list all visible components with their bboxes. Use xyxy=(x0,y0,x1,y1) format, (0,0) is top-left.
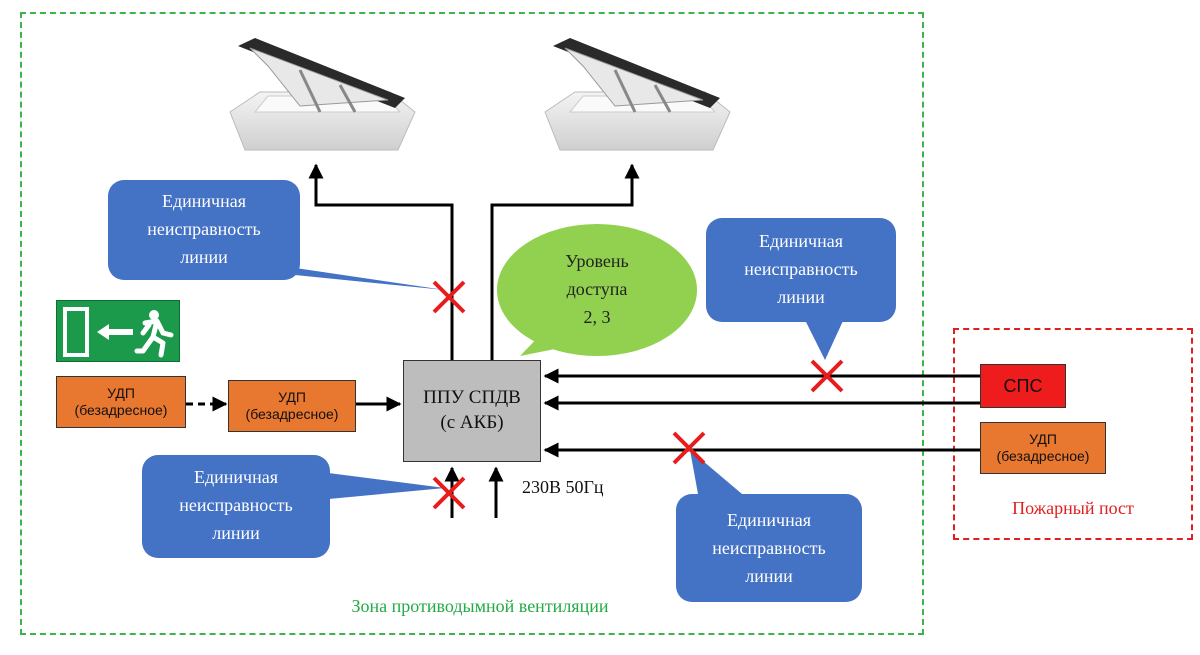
fault-callout-top-right-shape xyxy=(706,218,896,360)
emergency-exit-sign-icon xyxy=(56,300,180,362)
callout-line: неисправность xyxy=(712,537,826,558)
fault-cross-icon xyxy=(810,359,844,393)
access-level-callout: Уровень доступа 2, 3 xyxy=(517,248,677,332)
callout-line: линии xyxy=(745,565,793,586)
callout-line: неисправность xyxy=(744,258,858,279)
udp-detector-box: УДП (безадресное) xyxy=(980,422,1106,474)
udp-title: УДП xyxy=(278,388,306,405)
fault-callout-top-left-shape xyxy=(108,180,445,290)
callout-line: неисправность xyxy=(147,218,261,239)
fire-post-zone-border xyxy=(953,328,1193,540)
ppu-title: ППУ СПДВ xyxy=(423,387,521,409)
callout-line: линии xyxy=(212,522,260,543)
fault-callout-bottom-right-shape xyxy=(676,450,862,602)
fault-callout-top-left: Единичная неисправность линии xyxy=(108,188,300,272)
fault-cross-icon xyxy=(672,431,706,465)
sps-label: СПС xyxy=(1003,375,1043,396)
fault-callout-bottom-left: Единичная неисправность линии xyxy=(142,464,330,548)
callout-line: линии xyxy=(777,286,825,307)
callout-line: Единичная xyxy=(161,191,246,211)
udp-title: УДП xyxy=(107,384,135,401)
callout-line: Единичная xyxy=(758,231,843,251)
power-supply-label: 230В 50Гц xyxy=(522,477,604,497)
ventilation-zone-border xyxy=(20,12,924,635)
callout-line: неисправность xyxy=(179,494,293,515)
callout-line: линии xyxy=(180,246,228,267)
smoke-hatch-icon xyxy=(229,38,416,151)
fault-callout-bottom-left-shape xyxy=(142,455,445,558)
udp-subtitle: (безадресное) xyxy=(245,406,339,422)
callout-line: Уровень xyxy=(565,251,629,271)
udp-detector-box: УДП (безадресное) xyxy=(228,380,356,432)
fault-callout-top-right: Единичная неисправность линии xyxy=(706,228,896,312)
fault-cross-icon xyxy=(432,476,466,510)
ppu-subtitle: (с АКБ) xyxy=(440,412,504,433)
fault-callout-bottom-right: Единичная неисправность линии xyxy=(676,507,862,591)
fault-cross-icon xyxy=(432,280,466,314)
udp-detector-box: УДП (безадресное) xyxy=(56,376,186,428)
udp-subtitle: (безадресное) xyxy=(74,402,168,418)
ventilation-zone-label: Зона противодымной вентиляции xyxy=(351,596,609,616)
callout-line: Единичная xyxy=(726,510,811,530)
sps-fire-alarm-box: СПС xyxy=(980,364,1066,408)
callout-line: Единичная xyxy=(193,467,278,487)
smoke-hatch-icon xyxy=(544,38,731,151)
fire-post-label: Пожарный пост xyxy=(1012,498,1134,518)
access-callout-shape xyxy=(497,224,697,356)
udp-title: УДП xyxy=(1029,430,1057,447)
callout-line: доступа xyxy=(566,278,628,299)
ppu-controller-box: ППУ СПДВ (с АКБ) xyxy=(403,360,541,462)
callout-line: 2, 3 xyxy=(583,306,611,327)
udp-subtitle: (безадресное) xyxy=(996,448,1090,464)
